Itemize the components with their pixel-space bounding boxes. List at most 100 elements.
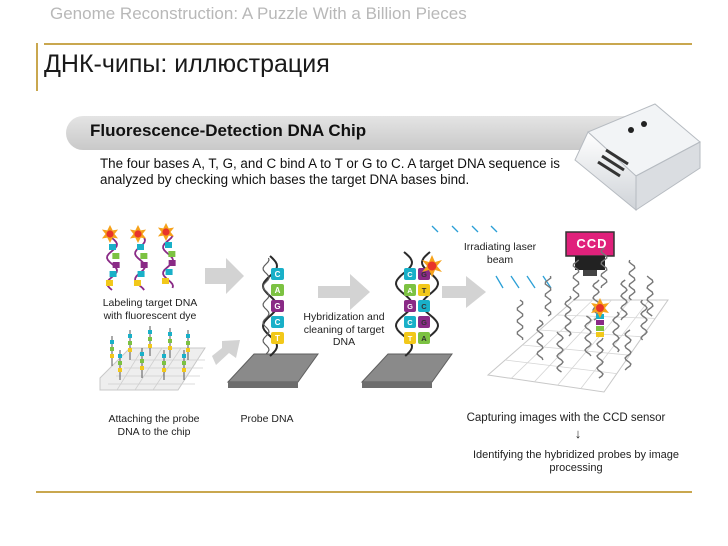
probe-base-letter: A bbox=[275, 286, 281, 295]
label-laser-beam: Irradiating laser beam bbox=[463, 241, 537, 266]
hybridized-spot bbox=[596, 332, 604, 337]
ccd-camera-icon bbox=[565, 231, 615, 276]
base-icon bbox=[133, 280, 141, 286]
probe-base-c bbox=[271, 316, 284, 328]
hybrid-base-letter: G bbox=[421, 270, 427, 279]
fluorescent-dye-icon bbox=[157, 223, 175, 241]
hybrid-base-right bbox=[418, 284, 430, 296]
label-labeling-target-dna: Labeling target DNA with fluorescent dye bbox=[102, 297, 198, 322]
base-icon bbox=[109, 271, 117, 277]
top-divider bbox=[44, 43, 692, 45]
fluorescent-dye-icon bbox=[422, 255, 442, 277]
probe-base-letter: G bbox=[274, 302, 280, 311]
probe-strand bbox=[596, 337, 604, 379]
probe-base-c bbox=[271, 268, 284, 280]
hybrid-base-letter: A bbox=[421, 334, 427, 343]
grid-line bbox=[580, 299, 650, 389]
probe-base-letter: T bbox=[275, 334, 280, 343]
arrow-down-text: ↓ bbox=[574, 426, 582, 441]
base-icon bbox=[165, 269, 173, 275]
probe-strand bbox=[584, 315, 592, 357]
figure-title: Fluorescence-Detection DNA Chip bbox=[90, 121, 367, 140]
arrow-icon bbox=[318, 274, 370, 310]
bottom-divider bbox=[36, 491, 692, 493]
hybrid-base-letter: A bbox=[407, 286, 413, 295]
hybrid-base-left bbox=[404, 268, 416, 280]
grid-line bbox=[510, 299, 594, 379]
probe-strand bbox=[646, 275, 654, 317]
hybrid-base-letter: G bbox=[407, 302, 413, 311]
probe-base-g bbox=[271, 300, 284, 312]
hybrid-base-left bbox=[404, 332, 416, 344]
hybrid-base-letter: T bbox=[422, 286, 427, 295]
figure-intro-text: The four bases A, T, G, and C bind A to … bbox=[100, 156, 561, 187]
grid-line bbox=[556, 314, 656, 319]
figure-banner bbox=[66, 116, 676, 150]
probe-strand bbox=[600, 247, 608, 289]
base-icon bbox=[112, 253, 120, 259]
probe-strand bbox=[556, 331, 564, 373]
fluorescent-dye-icon bbox=[129, 225, 147, 243]
hybrid-base-left bbox=[404, 284, 416, 296]
label-hybridization: Hybridization and cleaning of target DNA bbox=[303, 311, 385, 348]
probe-strand bbox=[640, 299, 648, 341]
arrow-icon bbox=[205, 258, 244, 294]
hybrid-base-right bbox=[418, 316, 430, 328]
base-icon bbox=[109, 244, 116, 250]
hybrid-base-right bbox=[418, 268, 430, 280]
probe-strand bbox=[620, 279, 628, 321]
arrow-icon bbox=[212, 340, 240, 365]
probe-strand bbox=[592, 279, 600, 321]
hybrid-base-letter: C bbox=[407, 318, 413, 327]
base-icon bbox=[165, 242, 172, 248]
probe-base-a bbox=[271, 284, 284, 296]
hybrid-base-letter: G bbox=[421, 318, 427, 327]
hybrid-base-letter: T bbox=[408, 334, 413, 343]
label-probe-dna: Probe DNA bbox=[240, 413, 294, 425]
probe-base-letter: C bbox=[275, 270, 281, 279]
hybrid-base-right bbox=[418, 332, 430, 344]
base-icon bbox=[137, 271, 145, 277]
slide-title: ДНК-чипы: иллюстрация bbox=[44, 50, 330, 78]
probe-base-letter: C bbox=[275, 318, 281, 327]
fluorescent-dye-icon bbox=[101, 225, 119, 243]
hybrid-base-left bbox=[404, 316, 416, 328]
probe-strand bbox=[564, 295, 572, 337]
left-divider bbox=[36, 43, 38, 91]
hybrid-base-letter: C bbox=[421, 302, 427, 311]
hybrid-base-left bbox=[404, 300, 416, 312]
probe-strand bbox=[572, 259, 580, 301]
base-icon bbox=[137, 244, 144, 250]
base-icon bbox=[112, 262, 120, 268]
probe-strand bbox=[624, 329, 632, 371]
base-icon bbox=[105, 280, 113, 286]
probe-strand bbox=[628, 259, 636, 301]
arrow-icon bbox=[442, 276, 486, 308]
labeled-target-dna bbox=[101, 223, 176, 291]
probe-base-t bbox=[271, 332, 284, 344]
probe-strand bbox=[612, 311, 620, 353]
hybridized-spot bbox=[596, 326, 604, 331]
probe-strand bbox=[516, 299, 524, 340]
fluorescent-dye-icon bbox=[591, 298, 609, 318]
base-icon bbox=[168, 251, 176, 257]
hybridized-spot bbox=[596, 320, 604, 325]
presentation-header: Genome Reconstruction: A Puzzle With a B… bbox=[50, 4, 467, 23]
grid-line bbox=[522, 344, 630, 356]
probe-strand bbox=[536, 319, 544, 361]
laser-beam bbox=[431, 225, 552, 289]
probe-chip-small bbox=[99, 326, 206, 391]
dna-chip-grid bbox=[486, 247, 669, 393]
base-icon bbox=[140, 262, 148, 268]
label-attaching-probe: Attaching the probe DNA to the chip bbox=[108, 413, 200, 438]
hybrid-base-right bbox=[418, 300, 430, 312]
base-icon bbox=[140, 253, 148, 259]
grid-line bbox=[505, 359, 617, 374]
probe-strand bbox=[544, 275, 552, 317]
ccd-label: CCD bbox=[576, 236, 608, 251]
label-capturing-images: Capturing images with the CCD sensor bbox=[466, 412, 666, 424]
label-identifying-probes: Identifying the hybridized probes by ima… bbox=[472, 449, 680, 474]
